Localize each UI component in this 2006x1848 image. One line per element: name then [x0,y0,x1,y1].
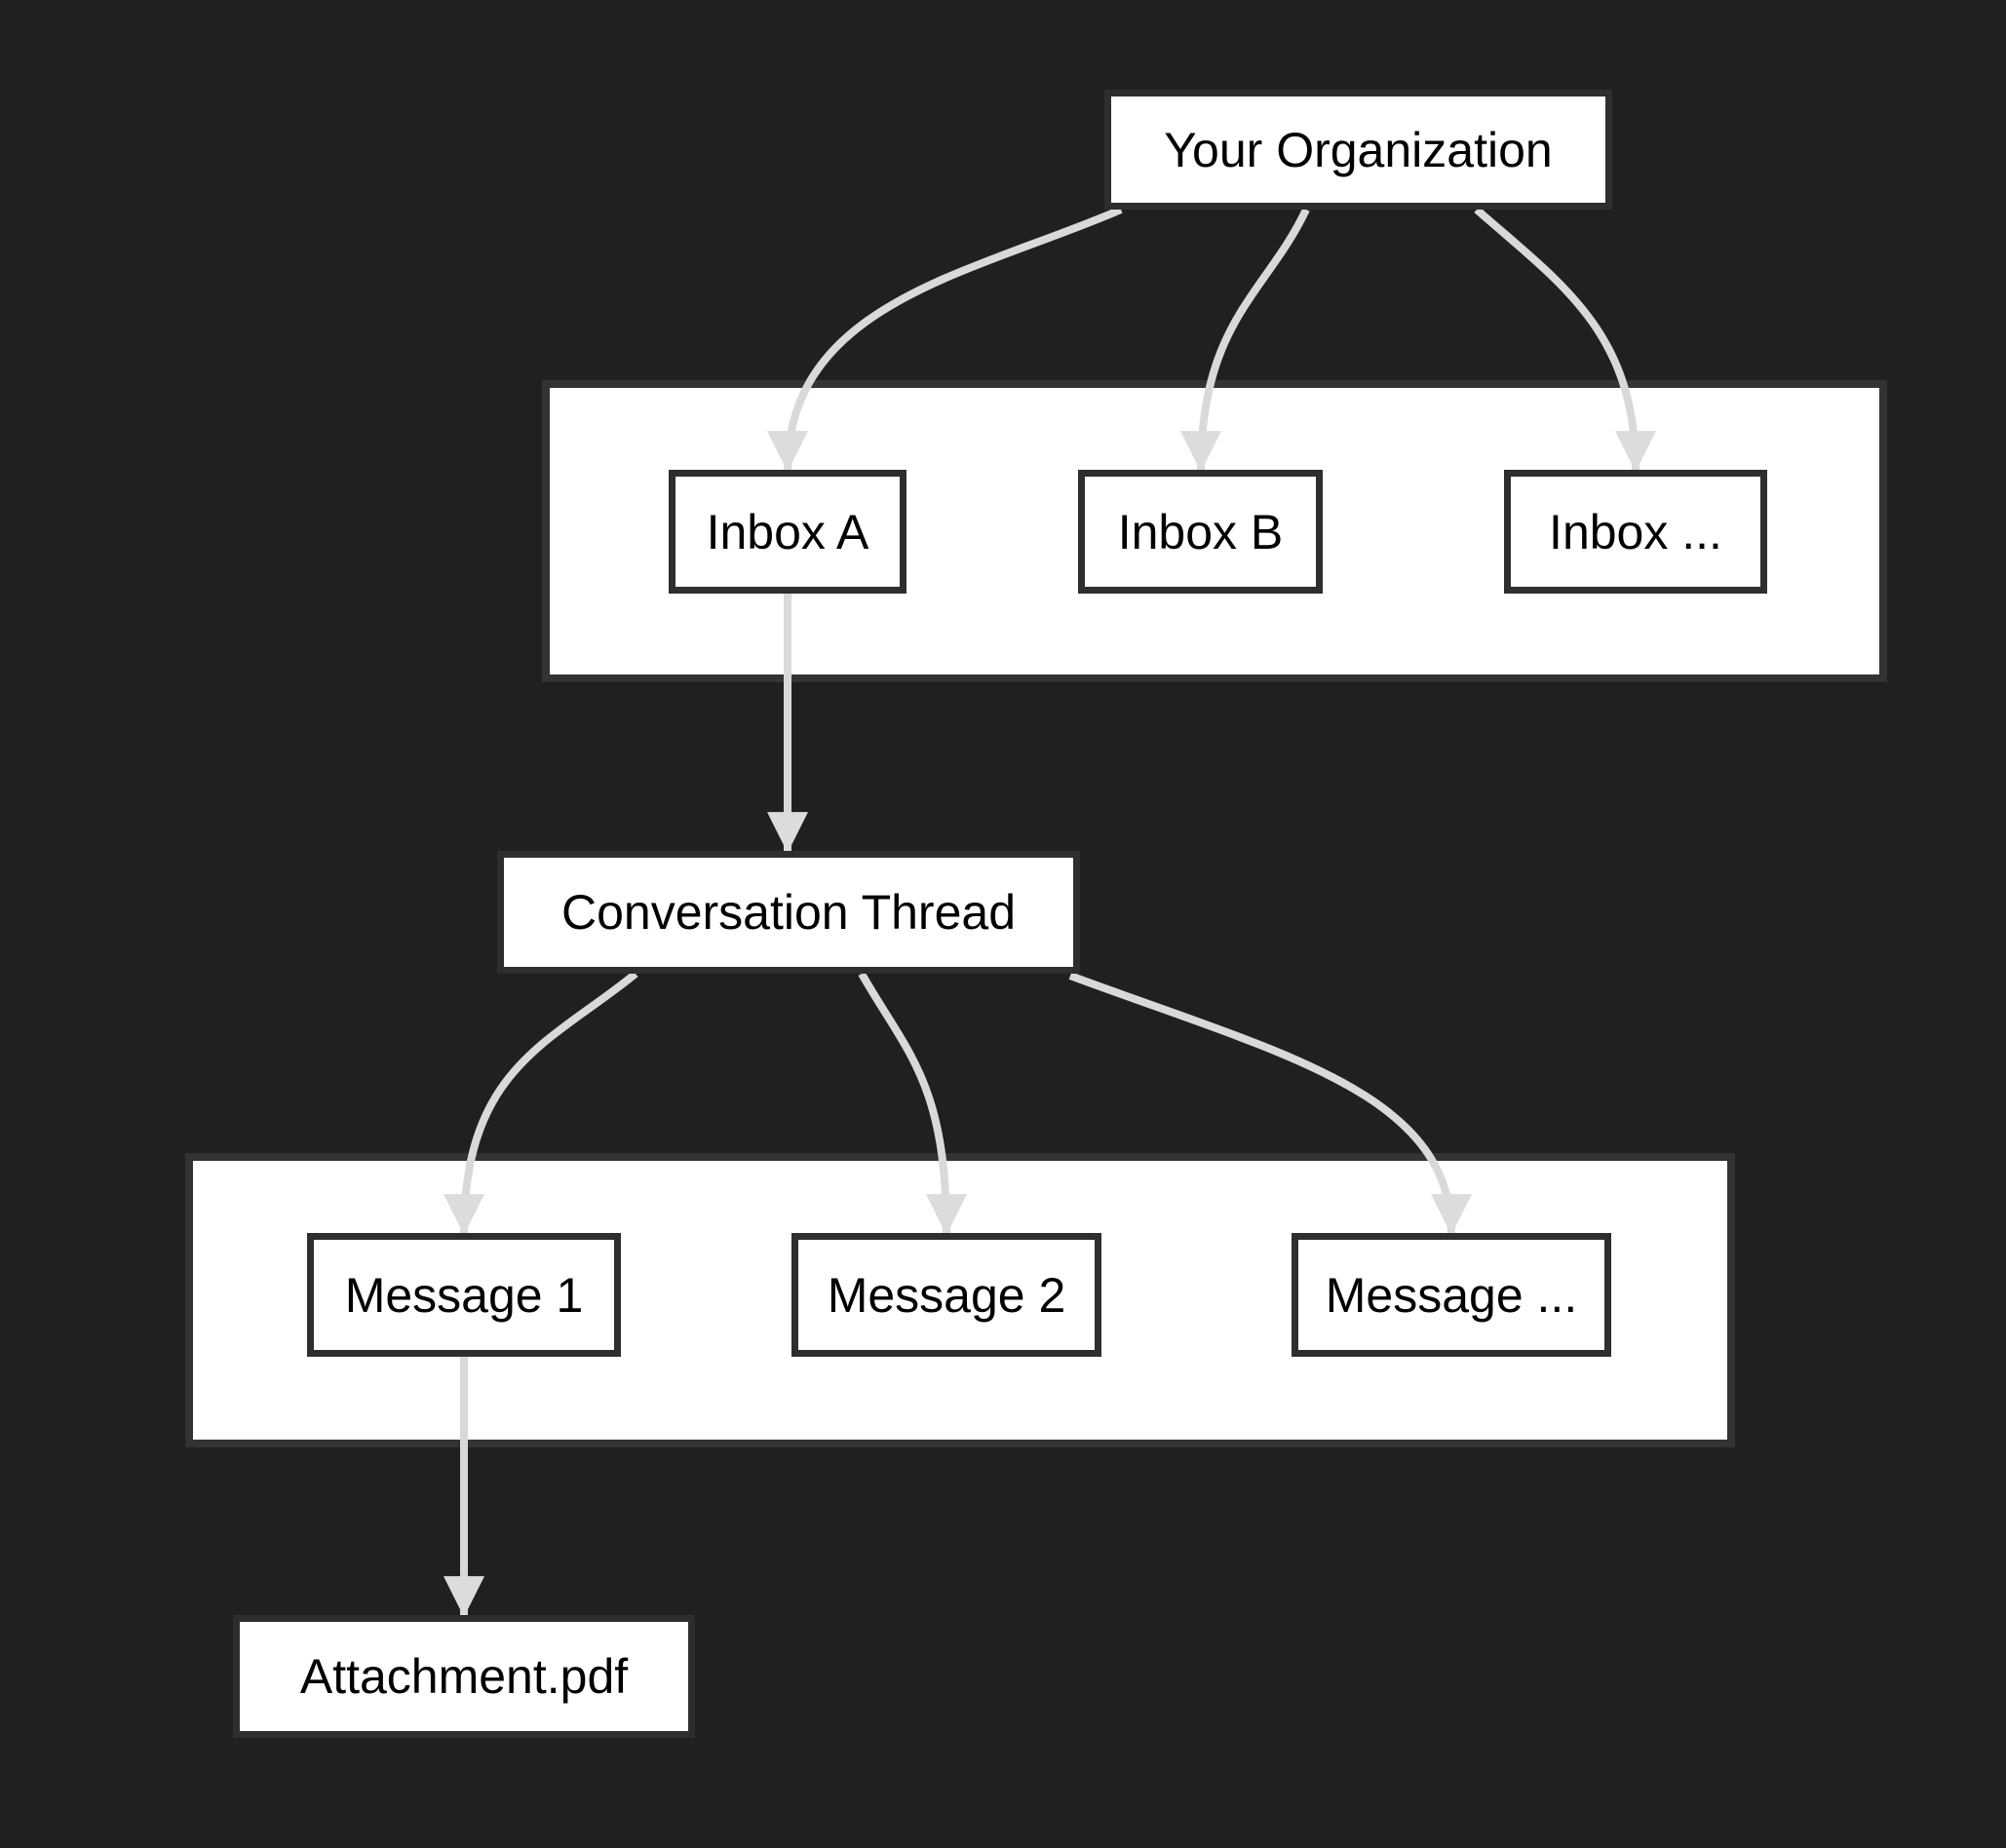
node-label: Attachment.pdf [299,1649,629,1704]
node-label: Message 1 [344,1267,584,1323]
node-your-organization: Your Organization [1104,90,1612,210]
node-conversation-thread: Conversation Thread [497,851,1080,974]
node-label: Message 2 [827,1267,1066,1323]
node-inbox-a: Inbox A [669,470,907,594]
node-message-2: Message 2 [791,1233,1101,1357]
node-label: Inbox B [1117,504,1284,559]
node-label: Your Organization [1164,122,1553,177]
edge-conversation-thread-to-message-2 [858,972,967,1236]
edge-conversation-thread-to-message-1 [444,970,638,1236]
node-inbox-more: Inbox ... [1504,470,1767,594]
node-label: Message ... [1325,1267,1578,1323]
node-inbox-b: Inbox B [1078,470,1323,594]
node-label: Inbox ... [1549,504,1722,559]
node-label: Conversation Thread [560,885,1016,940]
edge-conversation-thread-to-message-more [1068,972,1472,1236]
node-label: Inbox A [706,504,869,559]
edge-your-org-to-inbox-a [767,206,1123,473]
edge-your-org-to-inbox-more [1474,207,1656,473]
node-attachment-pdf: Attachment.pdf [233,1615,695,1738]
edge-your-org-to-inbox-b [1180,208,1310,473]
node-message-more: Message ... [1292,1233,1611,1357]
node-message-1: Message 1 [307,1233,621,1357]
